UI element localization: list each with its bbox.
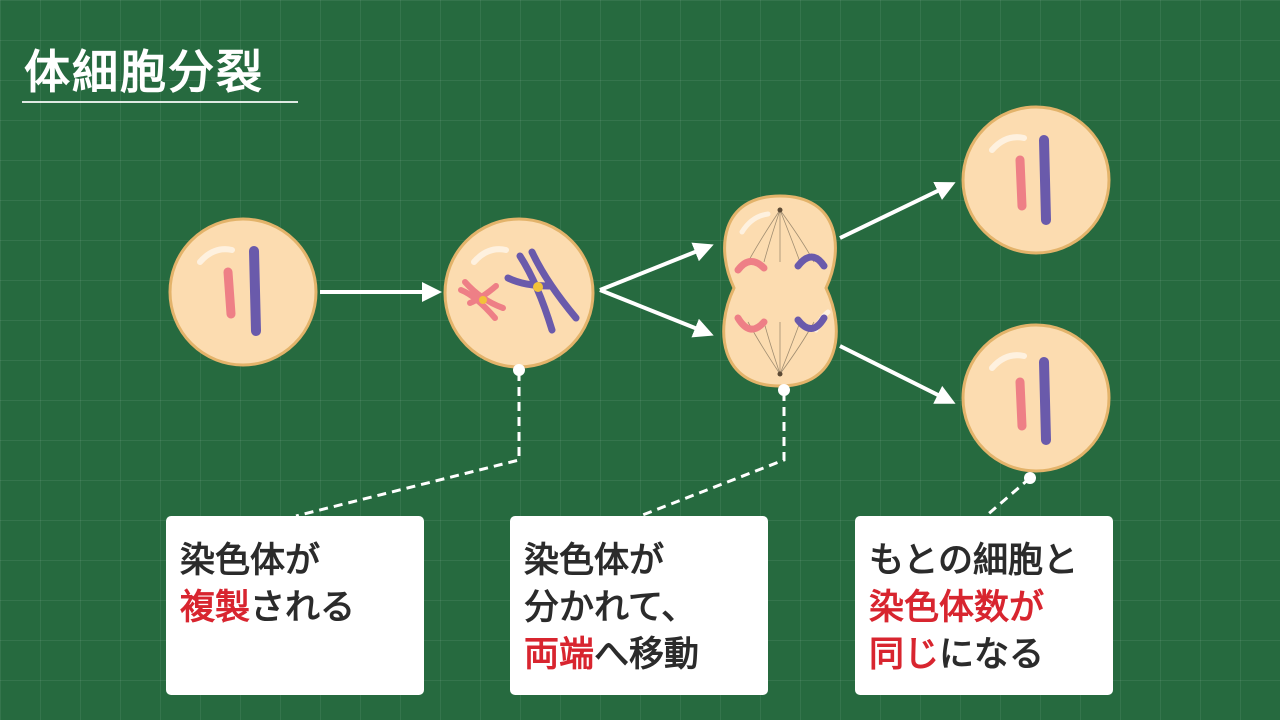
callout-line: 複製される — [180, 585, 355, 632]
callout-line: 染色体数が — [869, 585, 1078, 632]
callout-text-segment: される — [250, 588, 356, 628]
arrows — [320, 181, 956, 404]
callout-text-3: もとの細胞と染色体数が同じになる — [869, 538, 1078, 679]
highlight-text: 両端 — [524, 635, 595, 675]
callout-text-segment: 染色体が — [180, 541, 321, 581]
chromosome-blue — [1039, 357, 1051, 445]
leader-3 — [985, 476, 1031, 518]
cell-daughter-upper — [961, 105, 1111, 255]
callout-line: 同じになる — [869, 632, 1078, 679]
chromosome-red — [1015, 155, 1027, 211]
callout-card-3: もとの細胞と染色体数が同じになる — [855, 516, 1113, 695]
cell-daughter-lower — [961, 323, 1111, 473]
callout-text-segment: もとの細胞と — [869, 541, 1078, 581]
callout-text-segment: 染色体が — [524, 541, 665, 581]
arrow-3-to-5 — [839, 344, 956, 404]
callout-line: 染色体が — [180, 538, 355, 585]
highlight-text: 同じ — [869, 635, 940, 675]
callout-line: 分かれて、 — [524, 585, 699, 632]
highlight-text: 複製 — [180, 588, 251, 628]
chromosome-blue — [1039, 135, 1051, 225]
callout-text-1: 染色体が複製される — [180, 538, 355, 632]
leader-1 — [295, 372, 521, 518]
chromosome-blue — [249, 246, 261, 336]
cell-duplicated — [443, 217, 595, 369]
arrow-2-to-3-upper — [599, 242, 714, 292]
cell-dividing — [722, 194, 838, 388]
callout-text-segment: になる — [939, 635, 1045, 675]
page-title: 体細胞分裂 — [24, 45, 264, 99]
leader-dot-3 — [1024, 472, 1036, 484]
callout-card-1: 染色体が複製される — [166, 516, 424, 695]
arrow-2-to-3-lower — [599, 288, 714, 338]
leader-2 — [639, 392, 786, 518]
highlight-text: 染色体数が — [869, 588, 1045, 628]
chromosome-blue-upper — [794, 253, 828, 270]
callout-line: 両端へ移動 — [524, 632, 699, 679]
title-underline — [22, 101, 298, 103]
callout-card-2: 染色体が分かれて、両端へ移動 — [510, 516, 768, 695]
cell-original — [168, 217, 318, 367]
callout-leaders — [295, 372, 1031, 518]
chromosome-blue-lower — [794, 314, 828, 332]
callout-text-segment: へ移動 — [594, 635, 700, 675]
chromosome-red-lower — [734, 314, 768, 333]
callout-line: もとの細胞と — [869, 538, 1078, 585]
chromosome-red — [1015, 377, 1027, 431]
arrow-3-to-4 — [839, 181, 956, 240]
callout-line: 染色体が — [524, 538, 699, 585]
leader-dot-1 — [513, 364, 525, 376]
callout-text-segment: 分かれて、 — [524, 588, 697, 628]
chromosome-red — [223, 267, 236, 319]
leader-dot-2 — [778, 384, 790, 396]
chromosome-red-upper — [734, 258, 768, 274]
callout-text-2: 染色体が分かれて、両端へ移動 — [524, 538, 699, 679]
